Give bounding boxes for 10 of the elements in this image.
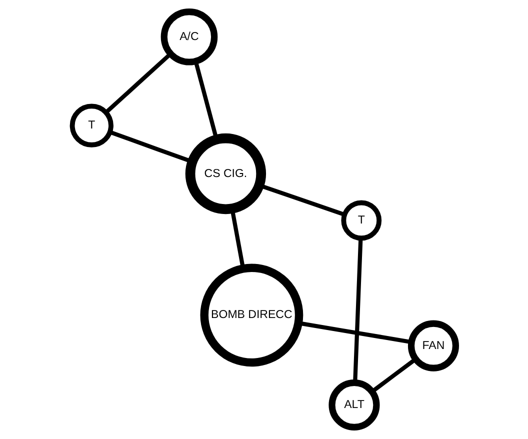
- connector: [104, 52, 172, 114]
- connector: [353, 238, 363, 383]
- node-circle: T: [341, 200, 382, 241]
- node-circle: ALT: [328, 379, 380, 431]
- connector: [370, 358, 417, 394]
- node-circle: FAN: [408, 320, 459, 372]
- node-circle: BOMB DIRECC: [200, 264, 304, 367]
- node-circle: CS CIG.: [185, 133, 266, 214]
- node-circle: A/C: [160, 8, 218, 66]
- node-circle: T: [70, 104, 114, 148]
